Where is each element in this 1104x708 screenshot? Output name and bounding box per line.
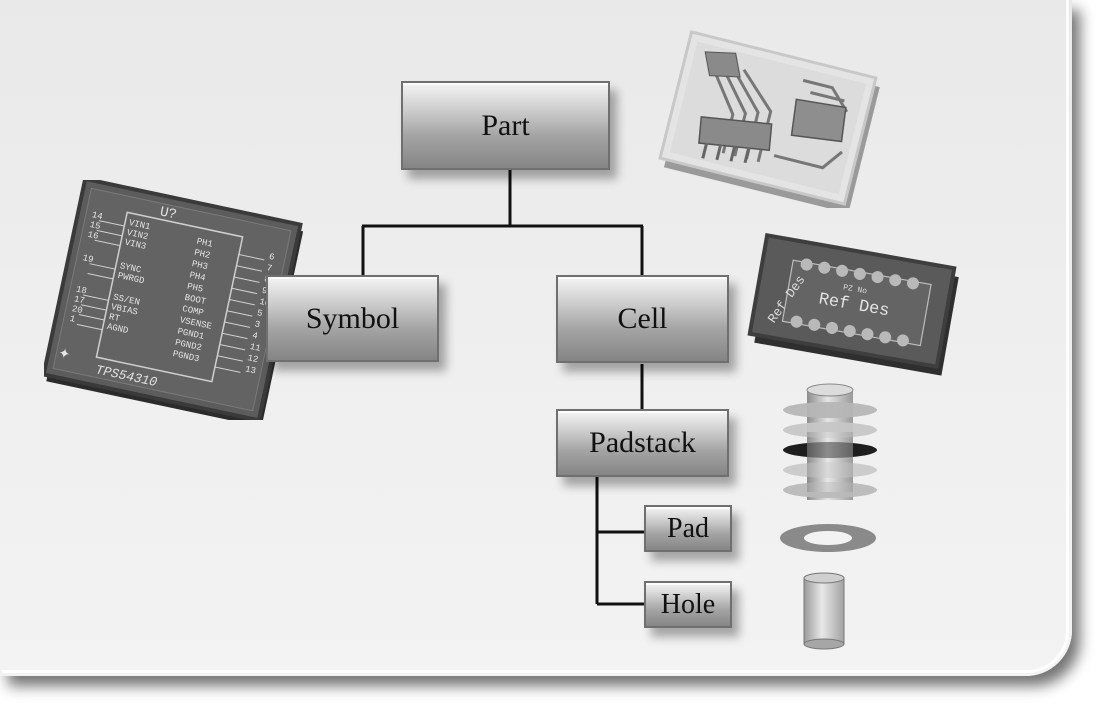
chip-pin-line [236, 265, 263, 272]
cell-label: Cell [617, 302, 668, 335]
pcb-board-icon [658, 30, 880, 208]
symbol-chip-icon: U? 14VIN115VIN216VIN319SYNCPWRGD18SS/EN1… [44, 180, 304, 420]
chip-right-pin-label: PH4 [188, 270, 206, 283]
chip-right-pin-number: 5 [256, 308, 263, 319]
chip-right-pin-label: COMP [181, 304, 204, 318]
chip-right-pin-number: 11 [249, 342, 262, 354]
chip-pin-line [87, 272, 114, 280]
chip-left-pin-label: VIN2 [126, 228, 149, 242]
chip-right-pin-number: 6 [268, 252, 275, 263]
chip-right-pin-number: 9 [261, 286, 268, 297]
symbol-node[interactable]: Symbol [266, 275, 439, 362]
chip-pin-line [98, 220, 125, 227]
chip-pin-line [80, 304, 107, 311]
chip-pin-line [217, 355, 243, 362]
chip-pin-line [231, 287, 258, 295]
chip-pin-line [229, 299, 255, 306]
padstack-label: Padstack [589, 426, 696, 459]
chip-right-pin-label: BOOT [184, 293, 208, 307]
part-label: Part [481, 108, 530, 142]
chip-left-pin-number: 19 [82, 253, 95, 265]
chip-pin-line [78, 314, 105, 321]
part-node[interactable]: Part [401, 81, 610, 170]
chip-left-pin-label: SYNC [119, 261, 143, 275]
chip-pin-line [94, 239, 121, 247]
chip-left-pin-number: 20 [71, 304, 84, 316]
chip-right-pin-number: 3 [254, 319, 261, 330]
chip-pin-line [226, 310, 253, 317]
footprint-icon: PZ No Ref Des Ref Des [747, 232, 959, 376]
pad-ring-icon [780, 524, 876, 552]
chip-left-pin-label: VIN3 [124, 238, 147, 252]
padstack-layers-icon [783, 383, 877, 500]
symbol-label: Symbol [305, 301, 400, 335]
chip-pin-line [96, 229, 123, 237]
chip-left-pin-label: RT [108, 312, 121, 324]
chip-left-pin-label: AGND [106, 322, 129, 336]
pad-node[interactable]: Pad [644, 505, 732, 552]
chip-right-pin-number: 13 [244, 364, 257, 376]
chip-pin-line [89, 263, 116, 270]
chip-pin-line [214, 366, 241, 373]
chip-pin-line [219, 343, 246, 351]
chip-pin-line [238, 254, 265, 261]
chip-right-pin-label: PH1 [196, 237, 214, 250]
chip-left-pin-number: 15 [89, 220, 102, 232]
cell-small-label: PZ No [842, 283, 867, 296]
hole-node[interactable]: Hole [644, 581, 732, 628]
chip-right-pin-label: PH5 [186, 282, 204, 295]
padstack-node[interactable]: Padstack [556, 409, 729, 477]
chip-left-pin-number: 16 [87, 230, 100, 242]
chip-right-pin-label: PH2 [193, 248, 211, 261]
svg-text:✦: ✦ [57, 344, 72, 362]
chip-pin-line [222, 332, 248, 340]
cell-node[interactable]: Cell [556, 275, 729, 363]
chip-left-pin-number: 18 [75, 285, 88, 297]
chip-pin-line [224, 321, 251, 328]
chip-right-pin-label: PH3 [191, 259, 209, 272]
pad-label: Pad [667, 512, 709, 544]
hole-cylinder-icon [803, 572, 845, 650]
chip-pin-line [82, 294, 109, 301]
chip-left-pin-number: 1 [69, 314, 76, 325]
chip-left-pin-number: 14 [91, 210, 104, 222]
chip-pin-line [76, 323, 103, 331]
chip-left-pin-label: VIN1 [128, 218, 151, 232]
chip-left-pin-number: 17 [73, 294, 86, 306]
chip-right-pin-number: 4 [251, 331, 258, 342]
chip-pin-line [233, 276, 260, 283]
hole-label: Hole [660, 588, 716, 620]
chip-ref: U? [158, 204, 178, 223]
chip-right-pin-number: 12 [246, 353, 259, 365]
chip-right-pin-number: 7 [266, 263, 273, 274]
